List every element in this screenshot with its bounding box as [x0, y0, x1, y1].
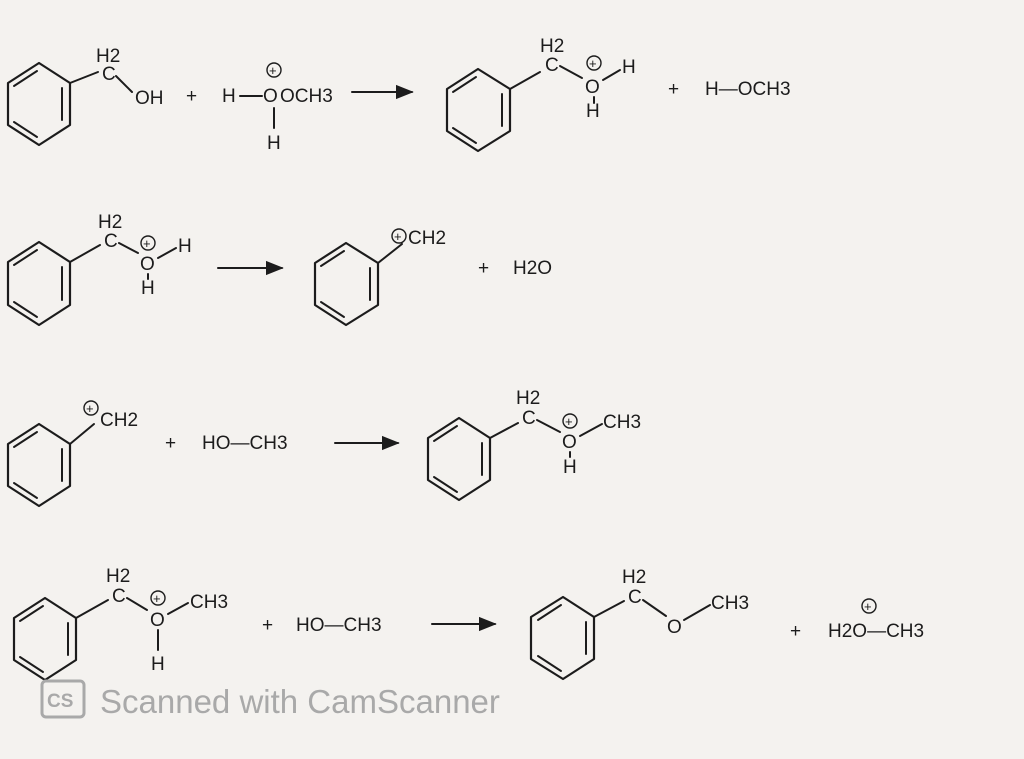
h-label: H	[141, 278, 155, 299]
ring-ch2-bond	[69, 423, 95, 445]
h-label: H	[563, 457, 577, 478]
h2-label: H2	[540, 36, 564, 57]
oxygen-label: O	[667, 617, 682, 638]
carbon-label: C	[545, 55, 559, 76]
h2-label: H2	[96, 46, 120, 67]
plus-sign: +	[165, 433, 176, 454]
ring-ch2-bond	[489, 422, 519, 439]
hydroxyl-label: OH	[135, 88, 164, 109]
ring-ch2-bond	[509, 71, 541, 90]
positive-charge-icon	[266, 62, 282, 78]
positive-charge-icon	[140, 235, 156, 251]
step-2-water-loss: H2 C + O H H + CH2 + H2O	[6, 212, 552, 327]
c-o-bond	[559, 65, 583, 79]
methyl-label: OCH3	[280, 86, 333, 107]
methanol-label: H—OCH3	[705, 79, 791, 100]
carbon-label: C	[522, 408, 536, 429]
plus-sign: +	[186, 86, 197, 107]
camscanner-logo-icon	[40, 679, 86, 719]
benzene-ring	[6, 61, 72, 147]
carbon-label: C	[102, 64, 116, 85]
step-1-protonation: H2 C OH + H + O OCH3 H H2 C + O H H +	[6, 36, 791, 154]
benzene-ring	[313, 241, 380, 327]
plus-sign: +	[668, 79, 679, 100]
methanol-label: HO—CH3	[202, 433, 288, 454]
benzene-ring	[529, 595, 596, 681]
oxygen-label: O	[562, 432, 577, 453]
positive-charge-icon	[586, 55, 602, 71]
carbocation-label: CH2	[408, 228, 446, 249]
logo-text: CS	[47, 691, 73, 712]
h-label: H	[151, 654, 165, 675]
h-label: H	[178, 236, 192, 257]
benzene-ring	[426, 416, 492, 502]
oxonium-label: H2O—CH3	[828, 621, 924, 642]
step-4-deprotonation: H2 C + O CH3 H + HO—CH3 H2 C O CH3 + + H…	[12, 566, 924, 682]
methyl-label: CH3	[190, 592, 228, 613]
methyl-label: CH3	[603, 412, 641, 433]
carbon-label: C	[628, 587, 642, 608]
c-o-bond	[642, 599, 667, 617]
ring-ch2-bond	[69, 244, 101, 263]
c-o-bond	[536, 419, 561, 433]
h-label: H	[267, 133, 281, 154]
charge-sign: +	[269, 63, 277, 78]
positive-charge-icon	[391, 228, 407, 244]
c-o-bond	[126, 597, 148, 611]
benzene-ring	[6, 422, 72, 508]
watermark-text: Scanned with CamScanner	[100, 683, 500, 720]
o-ch3-bond	[579, 423, 603, 437]
h2-label: H2	[516, 388, 540, 409]
ring-ch2-bond	[75, 599, 109, 619]
positive-charge-icon	[861, 598, 877, 614]
charge-sign: +	[589, 56, 597, 71]
positive-charge-icon	[562, 413, 578, 429]
water-label: H2O	[513, 258, 552, 279]
charge-sign: +	[143, 236, 151, 251]
positive-charge-icon	[150, 590, 166, 606]
oxygen-label: O	[140, 254, 155, 275]
step-3-nucleophilic-attack: + CH2 + HO—CH3 H2 C + O CH3 H	[6, 388, 641, 508]
oxygen-label: O	[263, 86, 278, 107]
o-h-bond	[602, 69, 621, 81]
c-o-bond	[115, 75, 133, 93]
charge-sign: +	[394, 229, 402, 244]
h2-label: H2	[622, 567, 646, 588]
o-ch3-bond	[683, 604, 711, 621]
ring-ch2-bond	[377, 243, 403, 264]
carbon-label: C	[104, 231, 118, 252]
o-ch3-bond	[167, 602, 189, 615]
charge-sign: +	[153, 591, 161, 606]
carbocation-label: CH2	[100, 410, 138, 431]
charge-sign: +	[86, 401, 94, 416]
charge-sign: +	[565, 414, 573, 429]
methanol-label: HO—CH3	[296, 615, 382, 636]
h-label: H	[222, 86, 236, 107]
oxygen-label: O	[150, 610, 165, 631]
oxygen-label: O	[585, 77, 600, 98]
positive-charge-icon	[83, 400, 99, 416]
c-o-bond	[118, 242, 139, 254]
plus-sign: +	[262, 615, 273, 636]
o-h-bond	[157, 247, 177, 259]
h2-label: H2	[106, 566, 130, 587]
camscanner-watermark: CS Scanned with CamScanner	[40, 679, 500, 720]
benzene-ring	[445, 67, 512, 153]
ring-ch2-bond	[69, 71, 99, 84]
h-label: H	[622, 57, 636, 78]
methyl-label: CH3	[711, 593, 749, 614]
benzene-ring	[12, 596, 78, 682]
plus-sign: +	[478, 258, 489, 279]
plus-sign: +	[790, 621, 801, 642]
h2-label: H2	[98, 212, 122, 233]
benzene-ring	[6, 240, 72, 327]
charge-sign: +	[864, 599, 872, 614]
carbon-label: C	[112, 586, 126, 607]
h-label: H	[586, 101, 600, 122]
ring-ch2-bond	[593, 600, 625, 618]
